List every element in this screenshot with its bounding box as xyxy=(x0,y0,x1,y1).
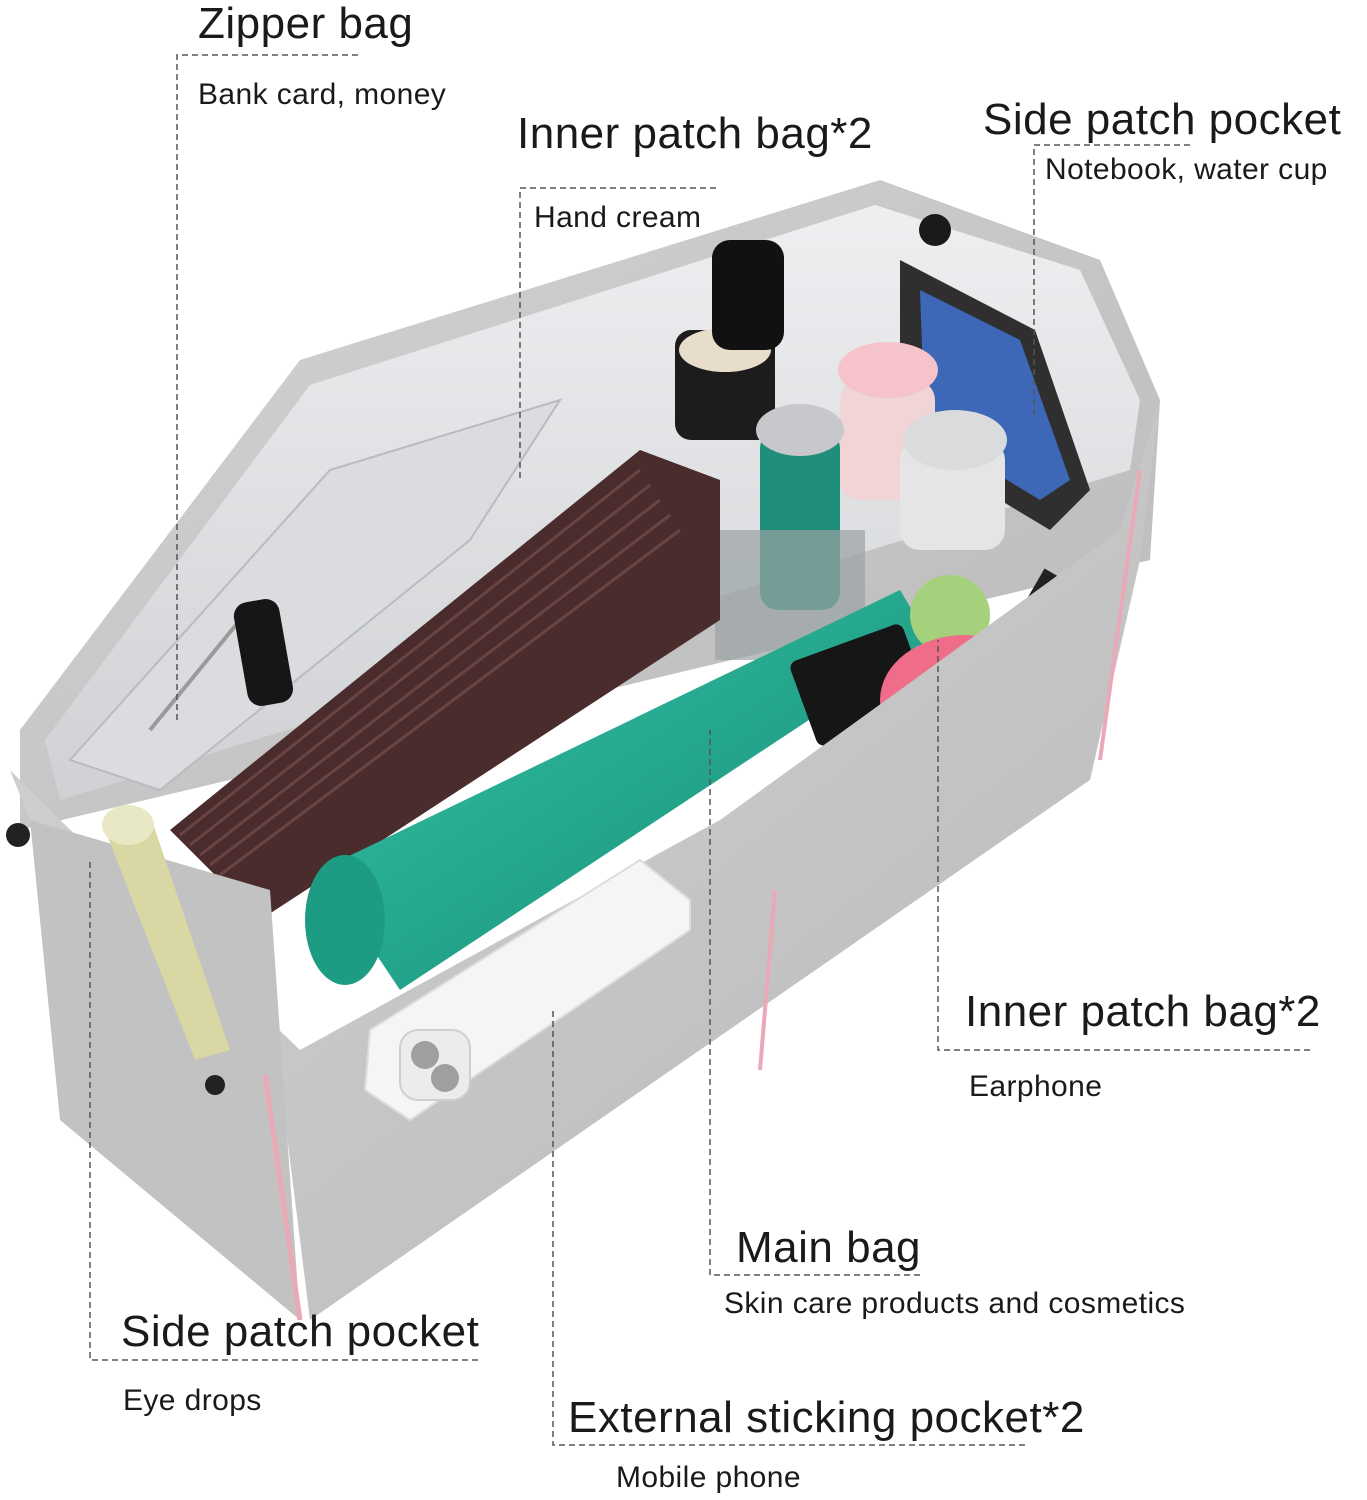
black-pen xyxy=(233,598,293,706)
snap-button xyxy=(919,214,951,246)
side-patch-top-desc: Notebook, water cup xyxy=(1045,153,1328,186)
teal-tube xyxy=(305,575,990,990)
inner-patch-right-title: Inner patch bag*2 xyxy=(965,987,1321,1036)
eye-drops-bottle xyxy=(102,805,230,1060)
leader-side-patch-bottom xyxy=(89,860,478,1361)
side-patch-bottom-desc: Eye drops xyxy=(123,1384,262,1417)
inner-patch-top-desc: Hand cream xyxy=(534,201,702,234)
leader-main-bag xyxy=(709,730,920,1276)
leader-external-pocket xyxy=(552,1010,1025,1446)
side-patch-bottom-title: Side patch pocket xyxy=(121,1307,480,1356)
main-bag-title: Main bag xyxy=(736,1223,922,1272)
leader-zipper-bag xyxy=(176,54,358,720)
hand-cream-bottle xyxy=(675,240,784,440)
main-bag-desc: Skin care products and cosmetics xyxy=(724,1287,1186,1320)
external-pocket-desc: Mobile phone xyxy=(616,1461,801,1494)
green-ball xyxy=(910,575,990,655)
leader-inner-patch-right xyxy=(937,640,1310,1051)
brown-notebook xyxy=(170,450,720,920)
leader-side-patch-top xyxy=(1033,144,1190,420)
leader-lines xyxy=(89,54,1310,1446)
leader-inner-patch-top xyxy=(519,187,716,480)
mobile-phone xyxy=(363,858,691,1122)
inner-patch-top-title: Inner patch bag*2 xyxy=(517,109,873,158)
zipper-bag-desc: Bank card, money xyxy=(198,78,447,111)
organizer-front-wall xyxy=(6,400,1160,1321)
zipper-bag-title: Zipper bag xyxy=(198,0,414,48)
side-patch-top-title: Side patch pocket xyxy=(983,95,1342,144)
inner-patch-right-desc: Earphone xyxy=(969,1070,1103,1103)
snap-button xyxy=(205,1075,225,1095)
zipper-pocket xyxy=(68,398,563,792)
snap-button xyxy=(6,823,30,847)
external-pocket-title: External sticking pocket*2 xyxy=(568,1393,1085,1442)
